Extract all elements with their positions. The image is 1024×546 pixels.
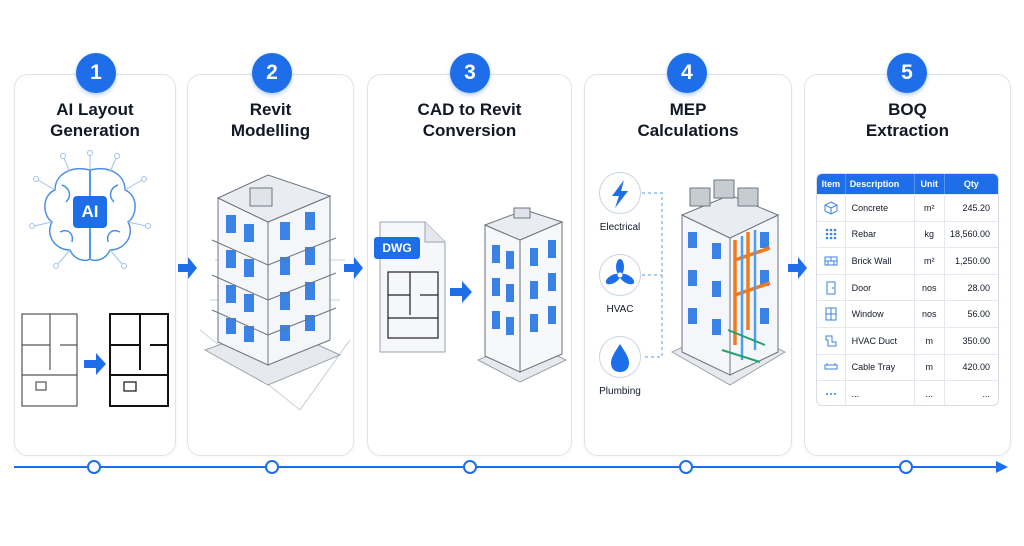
timeline-node-4 xyxy=(679,460,693,474)
boq-header-row: Item Description Unit Qty xyxy=(817,174,998,194)
table-row: HVAC Duct m 350.00 xyxy=(817,326,998,354)
boq-unit: nos xyxy=(913,301,944,327)
table-row: Concrete m² 245.20 xyxy=(817,194,998,221)
timeline-node-5 xyxy=(899,460,913,474)
table-row: ... ... ... xyxy=(817,380,998,405)
boq-description: Cable Tray xyxy=(844,354,914,381)
boq-header-qty: Qty xyxy=(943,174,998,194)
plumbing-label: Plumbing xyxy=(599,386,641,397)
boq-unit: m² xyxy=(913,195,944,221)
ai-chip-icon: AI xyxy=(73,196,107,228)
timeline-node-1 xyxy=(87,460,101,474)
step-number-2: 2 xyxy=(252,53,292,93)
brick-icon xyxy=(824,256,838,266)
table-row: Door nos 28.00 xyxy=(817,273,998,301)
boq-qty: 18,560.00 xyxy=(943,221,998,248)
hvac-label: HVAC xyxy=(606,304,634,315)
boq-qty: 56.00 xyxy=(943,301,998,327)
boq-header-unit: Unit xyxy=(913,174,944,194)
boq-unit: nos xyxy=(913,274,944,301)
boq-unit: kg xyxy=(913,221,944,248)
boq-header-item: Item xyxy=(821,179,841,189)
boq-description: Brick Wall xyxy=(844,248,914,274)
electrical-label: Electrical xyxy=(599,222,641,233)
boq-unit: ... xyxy=(913,381,944,405)
boq-description: Window xyxy=(844,301,914,327)
more-icon xyxy=(825,392,836,395)
step-number-5: 5 xyxy=(887,53,927,93)
rebar-icon xyxy=(825,229,837,240)
table-row: Cable Tray m 420.00 xyxy=(817,353,998,381)
step-number-1: 1 xyxy=(76,53,116,93)
boq-unit: m² xyxy=(913,248,944,274)
boq-description: Concrete xyxy=(844,195,914,221)
table-row: Window nos 56.00 xyxy=(817,300,998,327)
table-row: Rebar kg 18,560.00 xyxy=(817,220,998,248)
table-row: Brick Wall m² 1,250.00 xyxy=(817,247,998,274)
boq-description: HVAC Duct xyxy=(844,327,914,354)
boq-qty: 28.00 xyxy=(943,274,998,301)
boq-header-description: Description xyxy=(844,174,914,194)
boq-description: Door xyxy=(844,274,914,301)
boq-unit: m xyxy=(913,354,944,381)
boq-qty: 1,250.00 xyxy=(943,248,998,274)
cable-tray-icon xyxy=(824,363,838,370)
boq-description: ... xyxy=(844,381,914,405)
dwg-label: DWG xyxy=(374,237,420,259)
step-number-4: 4 xyxy=(667,53,707,93)
step-card-1 xyxy=(14,74,176,456)
boq-qty: 350.00 xyxy=(943,327,998,354)
cube-icon xyxy=(824,201,838,215)
boq-unit: m xyxy=(913,327,944,354)
timeline-node-3 xyxy=(463,460,477,474)
duct-icon xyxy=(825,335,837,347)
boq-table: Item Description Unit Qty Concrete m² 24… xyxy=(816,173,999,406)
window-icon xyxy=(825,307,837,321)
door-icon xyxy=(826,281,836,295)
boq-qty: 420.00 xyxy=(943,354,998,381)
boq-qty: ... xyxy=(943,381,998,405)
boq-description: Rebar xyxy=(844,221,914,248)
step-number-3: 3 xyxy=(450,53,490,93)
boq-qty: 245.20 xyxy=(943,195,998,221)
timeline-node-2 xyxy=(265,460,279,474)
